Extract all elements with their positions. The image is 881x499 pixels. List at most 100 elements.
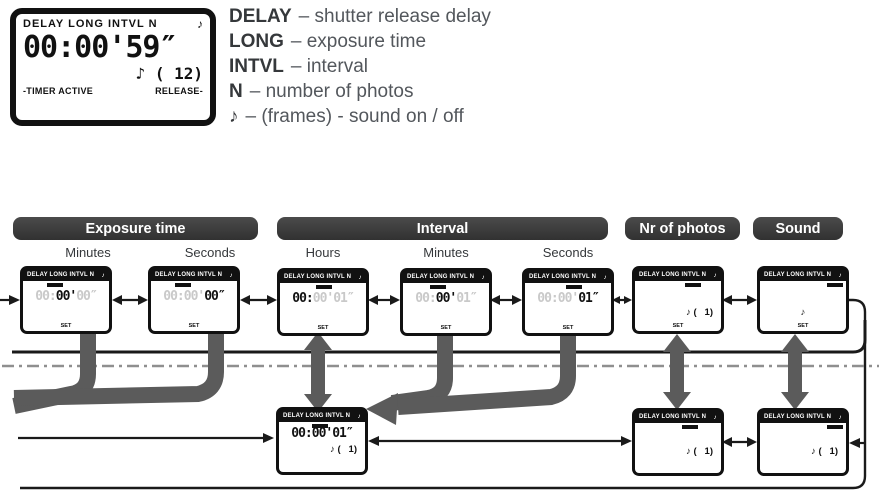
nav-arrows-top-row (0, 295, 757, 305)
device-lcd-header-labels: DELAY LONG INTVL N (23, 18, 158, 30)
cursor-bar (316, 285, 333, 289)
lcd-header: DELAY LONG INTVL N♪ (23, 269, 109, 281)
solid-separator-line (12, 320, 867, 354)
frames-indicator: ♪ ( 1) (686, 307, 713, 318)
note-icon: ♪ (358, 273, 362, 281)
legend-desc: – number of photos (249, 81, 414, 102)
note-icon: ♪ (838, 271, 842, 279)
column-label-int-minutes: Minutes (423, 245, 469, 260)
lcd-header: DELAY LONG INTVL N ♪ (635, 269, 721, 281)
lcd-header-labels: DELAY LONG INTVL N (284, 274, 352, 280)
double-arrow-interval-hours (304, 332, 332, 412)
legend-term: DELAY (229, 6, 292, 27)
pill-nr-of-photos: Nr of photos (625, 217, 740, 240)
note-icon: ♪ (713, 271, 717, 279)
digits-pre: 00:00' (163, 289, 205, 304)
release-label: RELEASE- (155, 86, 203, 96)
set-label: SET (562, 325, 574, 331)
lcd-header: DELAY LONG INTVL N♪ (760, 269, 846, 281)
legend-item-n: N – number of photos (229, 79, 491, 104)
lcd-header-labels: DELAY LONG INTVL N (639, 272, 707, 278)
lcd-header-labels: DELAY LONG INTVL N (529, 274, 597, 280)
note-icon: ♪ (838, 413, 842, 421)
double-arrow-sound (781, 334, 809, 410)
lcd-header: DELAY LONG INTVL N ♪ (760, 411, 846, 423)
lcd-screen-interval-combined: DELAY LONG INTVL N ♪ 00:00'01″ ♪ ( 1) (276, 407, 368, 475)
cursor-bar (682, 425, 699, 429)
legend-desc: – shutter release delay (298, 6, 491, 27)
lcd-screen-nr-photos: DELAY LONG INTVL N ♪ ♪ ( 1) SET (632, 266, 724, 334)
note-icon: ♪ (481, 273, 485, 281)
band-interval-seconds (397, 334, 576, 415)
column-label-exp-seconds: Seconds (184, 245, 236, 260)
frames-indicator: ♪ ( 1) (330, 444, 357, 455)
cursor-bar (566, 285, 583, 289)
frames-indicator: ♪ ( 1) (686, 446, 713, 457)
column-label-int-hours: Hours (305, 245, 341, 260)
note-icon: ♪ (229, 271, 233, 279)
lcd-header-labels: DELAY LONG INTVL N (407, 274, 475, 280)
pill-exposure-time: Exposure time (13, 217, 258, 240)
digits-post: 00'01″ (312, 291, 355, 306)
lcd-screen-sound: DELAY LONG INTVL N♪ ♪ SET (757, 266, 849, 334)
pill-interval: Interval (277, 217, 608, 240)
set-label: SET (188, 323, 200, 329)
set-label: SET (672, 323, 684, 329)
note-icon: ♪ (101, 271, 105, 279)
device-lcd-time: 00:00'59″ (23, 30, 178, 65)
digits-active: 00: (292, 291, 314, 306)
lcd-screen-interval-minutes: DELAY LONG INTVL N ♪ 00:00'01″ SET (400, 268, 492, 336)
device-lcd-status: -TIMER ACTIVE RELEASE- (23, 86, 203, 96)
digits-post: 00″ (76, 289, 98, 304)
legend-desc: – exposure time (290, 31, 427, 52)
legend-term: LONG (229, 31, 284, 52)
legend-item-sound: ♪ – (frames) - sound on / off (229, 104, 491, 129)
lcd-header: DELAY LONG INTVL N ♪ (635, 411, 721, 423)
band-exposure-seconds (13, 330, 224, 406)
cursor-bar (175, 283, 192, 287)
note-icon: ♪ (713, 413, 717, 421)
lcd-digits: 00:00'01″ (403, 291, 489, 306)
lcd-header-labels: DELAY LONG INTVL N (283, 413, 351, 419)
lcd-digits: 00:00'01″ (279, 426, 365, 441)
lcd-screen-exposure-seconds: DELAY LONG INTVL N ♪ 00:00'00″ SET (148, 266, 240, 334)
lcd-header: DELAY LONG INTVL N ♪ (279, 410, 365, 422)
digits-pre: 00: (35, 289, 57, 304)
cursor-bar (684, 283, 701, 287)
note-icon: ♪ (229, 106, 239, 127)
legend-desc: – (frames) - sound on / off (245, 106, 464, 127)
note-icon: ♪ (357, 412, 361, 420)
lcd-header-labels: DELAY LONG INTVL N (639, 414, 707, 420)
legend-term: N (229, 81, 243, 102)
lcd-header: DELAY LONG INTVL N♪ (525, 271, 611, 283)
digits-pre: 00:00' (537, 291, 579, 306)
pill-sound: Sound (753, 217, 843, 240)
digits-active: 00″ (204, 289, 226, 304)
set-label: SET (60, 323, 72, 329)
cursor-bar (47, 283, 64, 287)
digits-active: 00:00'01″ (291, 426, 353, 441)
legend-item-delay: DELAY – shutter release delay (229, 4, 491, 29)
lcd-header-labels: DELAY LONG INTVL N (155, 272, 223, 278)
lcd-screen-nr-photos-run: DELAY LONG INTVL N ♪ ♪ ( 1) (632, 408, 724, 476)
sound-indicator: ♪ (800, 307, 806, 318)
digits-active: 01″ (578, 291, 600, 306)
lcd-digits: 00:00'01″ (280, 291, 366, 306)
column-label-int-seconds: Seconds (542, 245, 594, 260)
nav-arrows-bottom-row (18, 433, 864, 448)
set-label: SET (440, 325, 452, 331)
cursor-bar (311, 424, 328, 428)
cursor-bar (827, 425, 844, 429)
lcd-header: DELAY LONG INTVL N ♪ (280, 271, 366, 283)
set-label: SET (317, 325, 329, 331)
lcd-digits: 00:00'01″ (525, 291, 611, 306)
lcd-digits: 00:00'00″ (23, 289, 109, 304)
lcd-screen-sound-run: DELAY LONG INTVL N♪ ♪ ( 1) (757, 408, 849, 476)
digits-active: 00' (435, 291, 458, 306)
lcd-header-labels: DELAY LONG INTVL N (764, 414, 832, 420)
digits-active: 00' (55, 289, 78, 304)
lcd-screen-exposure-minutes: DELAY LONG INTVL N♪ 00:00'00″ SET (20, 266, 112, 334)
column-label-exp-minutes: Minutes (65, 245, 111, 260)
cursor-bar (827, 283, 844, 287)
lcd-screen-interval-hours: DELAY LONG INTVL N ♪ 00:00'01″ SET (277, 268, 369, 336)
